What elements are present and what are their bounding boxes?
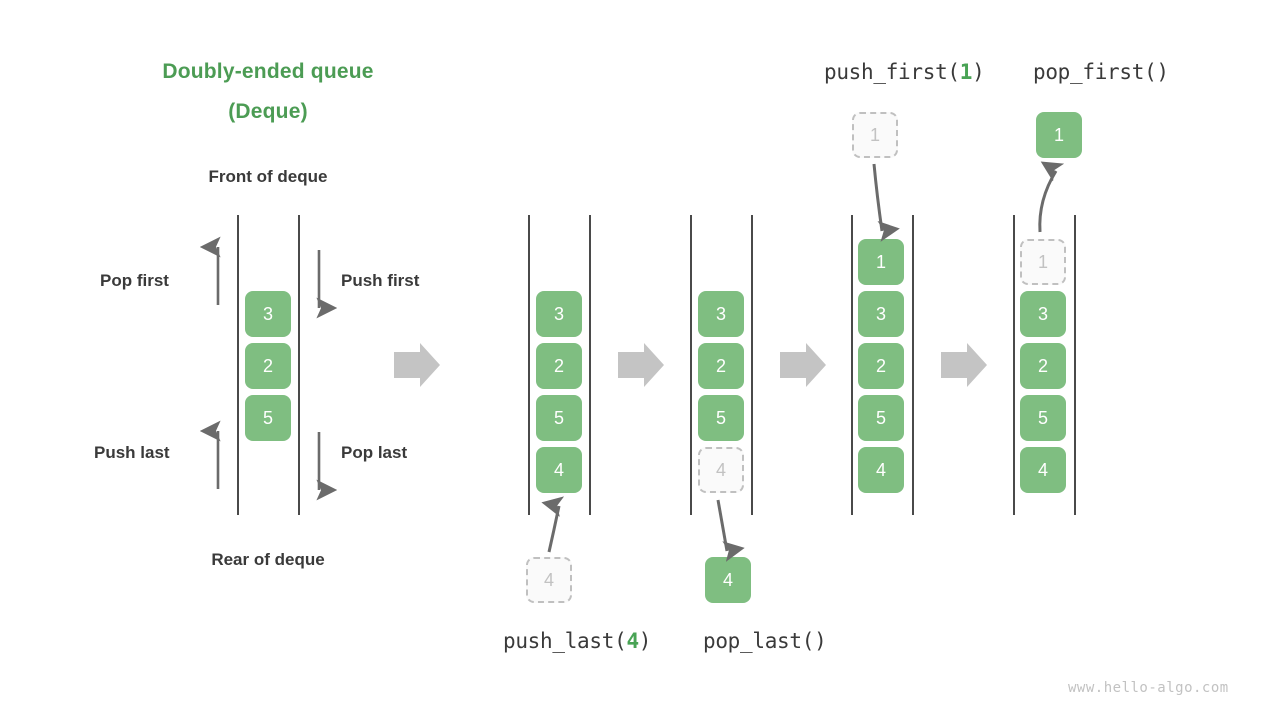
pop-first-remove-arrow: [1038, 161, 1065, 233]
node-p2-0: 3: [536, 291, 582, 337]
node-p4-incoming-ghost: 1: [852, 112, 898, 158]
panel-2-rail-right: [589, 215, 591, 515]
push-last-arg: 4: [626, 629, 639, 653]
node-p5-outgoing: 1: [1036, 112, 1082, 158]
push-first-arg: 1: [959, 60, 973, 84]
node-p5-3: 5: [1020, 395, 1066, 441]
rear-of-deque-label: Rear of deque: [211, 550, 325, 569]
front-of-deque-label: Front of deque: [208, 167, 328, 186]
panel-4-rail-right: [912, 215, 914, 515]
diagram-title-line1: Doubly-ended queue: [162, 60, 374, 83]
node-p4-4: 4: [858, 447, 904, 493]
pop-first-operation-caption: pop_first(): [1033, 60, 1169, 84]
pop-last-remove-arrow: [716, 499, 745, 562]
site-watermark: www.hello-algo.com: [1068, 680, 1229, 696]
panel-3-rail-left: [690, 215, 692, 515]
node-overview-2: 5: [245, 395, 291, 441]
node-p3-0: 3: [698, 291, 744, 337]
node-p2-incoming-ghost: 4: [526, 557, 572, 603]
diagram-title-line2: (Deque): [228, 100, 308, 123]
push-last-label: Push last: [94, 443, 170, 462]
node-p5-1: 3: [1020, 291, 1066, 337]
panel-2-rail-left: [528, 215, 530, 515]
push-last-suffix: ): [638, 629, 652, 653]
node-p4-3: 5: [858, 395, 904, 441]
node-p2-3: 4: [536, 447, 582, 493]
push-first-prefix: push_first(: [824, 60, 960, 84]
node-p5-0-ghost: 1: [1020, 239, 1066, 285]
push-last-prefix: push_last(: [503, 629, 627, 653]
pop-last-label: Pop last: [341, 443, 408, 462]
pop-first-label: Pop first: [100, 271, 169, 290]
node-overview-0: 3: [245, 291, 291, 337]
node-p5-4: 4: [1020, 447, 1066, 493]
panel-overview-rail-right: [298, 215, 300, 515]
node-p4-1: 3: [858, 291, 904, 337]
panel-overview-rail-left: [237, 215, 239, 515]
flow-block-arrow-4: [941, 343, 987, 387]
node-p2-2: 5: [536, 395, 582, 441]
node-p4-2: 2: [858, 343, 904, 389]
push-first-operation-caption: push_first(1): [824, 60, 985, 84]
panel-5-rail-right: [1074, 215, 1076, 515]
node-p3-1: 2: [698, 343, 744, 389]
flow-block-arrow-3: [780, 343, 826, 387]
node-p4-0: 1: [858, 239, 904, 285]
push-last-insert-arrow: [541, 496, 565, 553]
panel-3-rail-right: [751, 215, 753, 515]
panel-5-rail-left: [1013, 215, 1015, 515]
push-first-insert-arrow: [872, 163, 900, 242]
node-p2-1: 2: [536, 343, 582, 389]
node-overview-1: 2: [245, 343, 291, 389]
flow-block-arrow-2: [618, 343, 664, 387]
node-p3-3-ghost: 4: [698, 447, 744, 493]
flow-block-arrow-1: [394, 343, 440, 387]
push-last-operation-caption: push_last(4): [503, 629, 651, 653]
panel-4-rail-left: [851, 215, 853, 515]
push-first-suffix: ): [972, 60, 985, 84]
pop-last-operation-caption: pop_last(): [703, 629, 827, 653]
node-p5-2: 2: [1020, 343, 1066, 389]
node-p3-2: 5: [698, 395, 744, 441]
push-first-label: Push first: [341, 271, 420, 290]
node-p3-outgoing: 4: [705, 557, 751, 603]
